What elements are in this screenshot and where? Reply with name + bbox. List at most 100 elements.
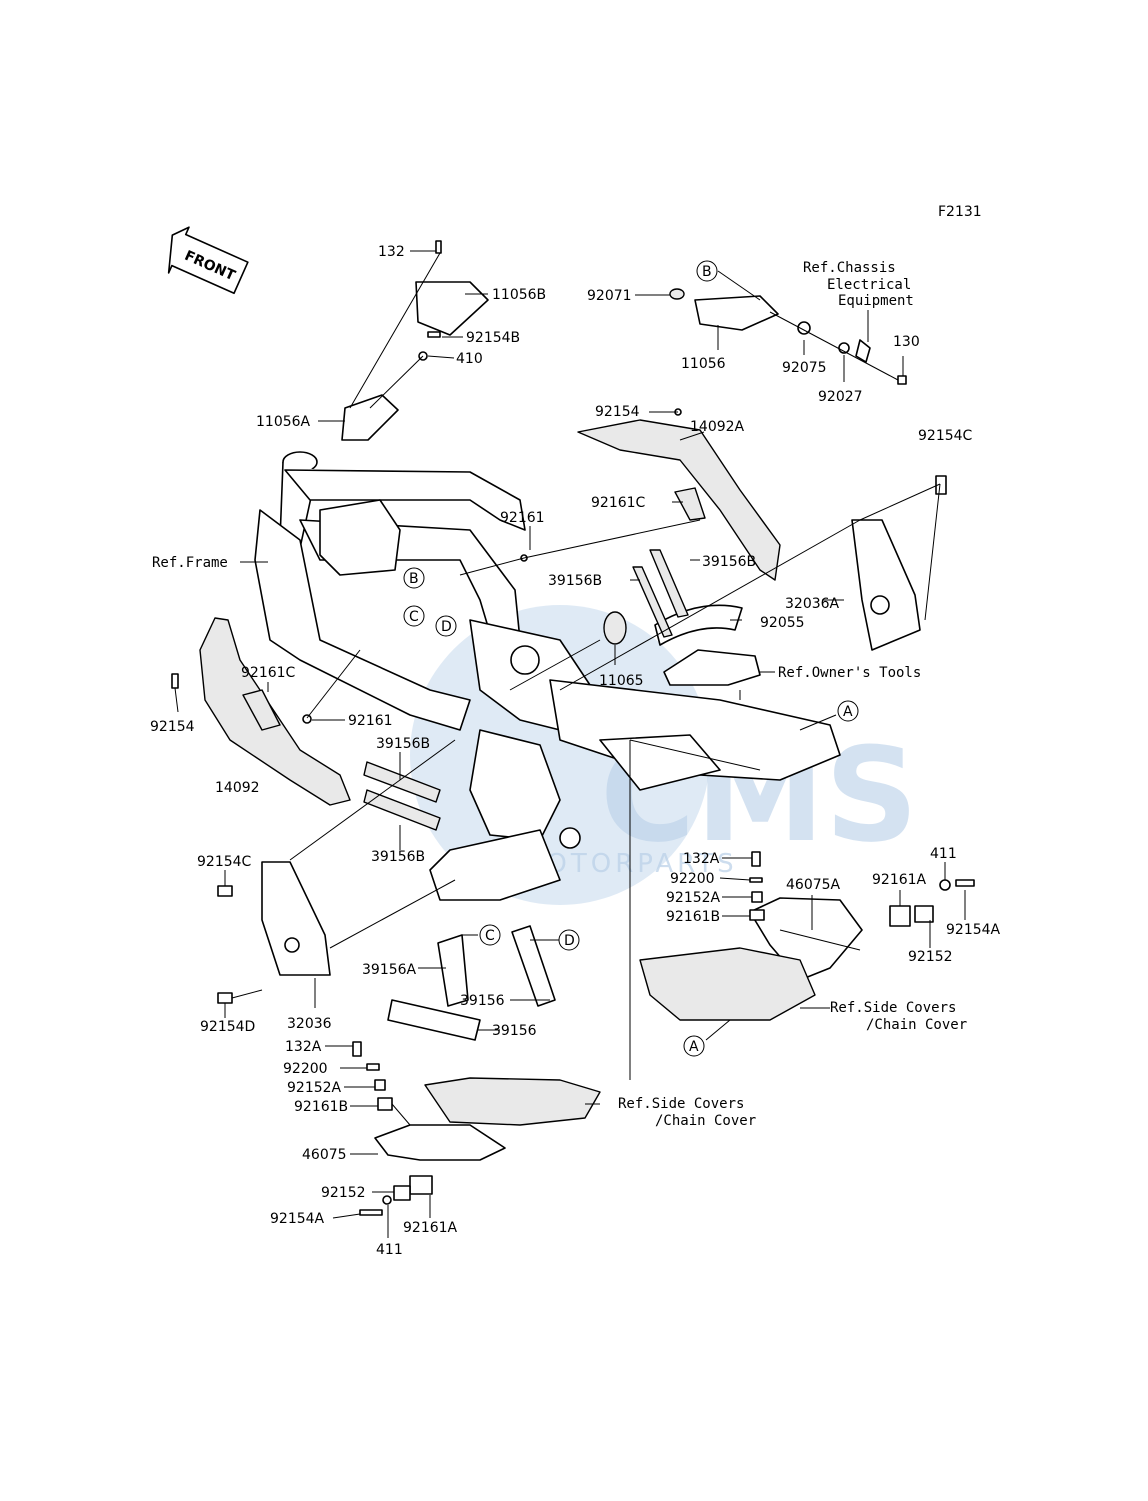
spring-92161b-l <box>377 1097 393 1111</box>
label-92055: 92055 <box>760 615 805 631</box>
callout-d-strip-label: D <box>564 933 575 949</box>
ref-frame: Ref.Frame <box>152 555 228 571</box>
label-39156b-d: 39156B <box>371 849 425 865</box>
figure-code: F2131 <box>938 204 982 220</box>
frame-downtube <box>254 509 471 731</box>
label-46075: 46075 <box>302 1147 347 1163</box>
label-411-l: 411 <box>376 1242 403 1258</box>
ref-chassis-3: Equipment <box>838 293 914 309</box>
label-92161b-l: 92161B <box>294 1099 348 1115</box>
callout-c-strip-label: C <box>485 928 495 944</box>
pivot-hole <box>510 645 540 675</box>
strip-39156b-b <box>649 549 689 618</box>
label-92154a-l: 92154A <box>270 1211 325 1227</box>
clip-92200-l <box>366 1063 380 1071</box>
collar-92161a-l <box>409 1175 433 1195</box>
strip-39156b-d <box>363 789 441 831</box>
spring-92161b-r <box>749 909 765 921</box>
label-39156a: 39156A <box>362 962 417 978</box>
callout-a-frame <box>837 700 859 722</box>
callout-d-frame <box>435 615 457 637</box>
callout-b-frame-label: B <box>409 571 419 587</box>
grommet-11065 <box>603 611 627 645</box>
label-132a-r: 132A <box>683 851 720 867</box>
frame-cover-right-shape <box>577 419 781 581</box>
label-92154c-left: 92154C <box>197 854 252 870</box>
label-39156b-a: 39156B <box>702 554 756 570</box>
footrest-46075-shape <box>374 1124 506 1161</box>
leader-lines <box>174 250 966 1238</box>
pad-92161c-left <box>242 689 281 731</box>
label-92161b-r: 92161B <box>666 909 720 925</box>
clamp-chassis <box>855 339 871 363</box>
frame-spar-upper <box>284 469 526 531</box>
label-92152a-l: 92152A <box>287 1080 342 1096</box>
bracket-hole <box>559 827 581 849</box>
callout-b-frame <box>403 567 425 589</box>
bracket-32036-hole <box>284 937 300 953</box>
label-92027: 92027 <box>818 389 863 405</box>
ref-side-covers-l2: /Chain Cover <box>655 1113 756 1129</box>
label-32036a: 32036A <box>785 596 840 612</box>
nut-130 <box>897 375 907 385</box>
label-92161c-left: 92161C <box>241 665 296 681</box>
callout-c-frame <box>403 605 425 627</box>
ref-chassis-2: Electrical <box>827 277 911 293</box>
bolt-92154b <box>427 331 441 338</box>
label-39156-b: 39156 <box>492 1023 537 1039</box>
label-39156b-c: 39156B <box>376 736 430 752</box>
frame-gusset <box>319 499 401 576</box>
label-11056: 11056 <box>681 356 726 372</box>
strip-39156-b <box>387 999 481 1041</box>
label-39156b-b: 39156B <box>548 573 602 589</box>
bolt-132 <box>435 240 442 254</box>
label-92075: 92075 <box>782 360 827 376</box>
label-11056a: 11056A <box>256 414 311 430</box>
label-130: 130 <box>893 334 920 350</box>
label-92154d: 92154D <box>200 1019 255 1035</box>
owners-tools-pad <box>663 649 761 686</box>
clip-92200-r <box>749 877 763 883</box>
label-14092: 14092 <box>215 780 260 796</box>
collar-92152a-r <box>751 891 763 903</box>
callout-b-top-label: B <box>702 264 712 280</box>
label-92161c-top: 92161C <box>591 495 646 511</box>
callout-a-frame-label: A <box>843 704 853 720</box>
frame-cover-left-shape <box>199 617 351 806</box>
bracket-11056b-shape <box>415 281 489 336</box>
callout-a-cover-label: A <box>689 1039 699 1055</box>
label-92152-r: 92152 <box>908 949 953 965</box>
label-411-r: 411 <box>930 846 957 862</box>
label-92154c-top: 92154C <box>918 428 973 444</box>
label-11065: 11065 <box>599 673 644 689</box>
bracket-32036a-shape <box>851 519 921 651</box>
bracket-11056a-shape <box>341 394 399 441</box>
bolt-92154a-r <box>955 879 975 887</box>
callout-c-frame-label: C <box>409 609 419 625</box>
bolt-132a-r <box>751 851 761 867</box>
bracket-32036a-hole <box>870 595 890 615</box>
label-132a-l: 132A <box>285 1039 322 1055</box>
pad-92161c-top <box>674 487 706 521</box>
bracket-11056-shape <box>694 295 779 331</box>
collar-92161a-r <box>889 905 911 927</box>
footrest-bracket <box>429 829 561 901</box>
label-46075a: 46075A <box>786 877 841 893</box>
bolt-92154a-l <box>359 1209 383 1216</box>
side-cover-left-shape <box>424 1077 601 1126</box>
label-92200-r: 92200 <box>670 871 715 887</box>
collar-92152-l <box>393 1185 411 1201</box>
label-32036: 32036 <box>287 1016 332 1032</box>
label-92161-top: 92161 <box>500 510 545 526</box>
ref-chassis-1: Ref.Chassis <box>803 260 896 276</box>
label-92154-top: 92154 <box>595 404 640 420</box>
footrest-46075a-shape <box>749 897 863 981</box>
nut-92161-left <box>302 714 312 724</box>
front-arrow-icon: FRONT <box>167 226 249 295</box>
label-92154b: 92154B <box>466 330 520 346</box>
strip-39156-a <box>511 925 556 1007</box>
bracket-32036-shape <box>261 861 331 976</box>
label-92161a-l: 92161A <box>403 1220 458 1236</box>
bolt-92154d <box>217 992 233 1004</box>
